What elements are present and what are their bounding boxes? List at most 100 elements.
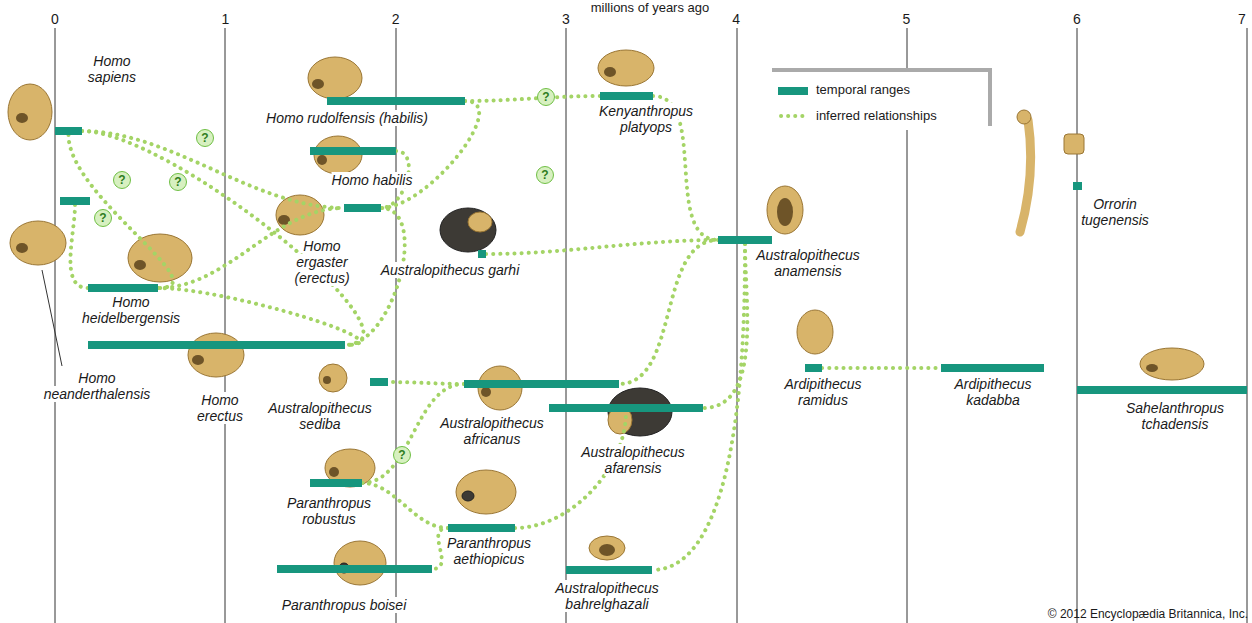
question-mark: ? [393, 446, 411, 464]
grid-line [225, 28, 226, 623]
axis-tick-label: 7 [1238, 11, 1246, 27]
temporal-range-bar: Australopithecus afarensis [549, 404, 703, 412]
inferred-relationship [82, 131, 363, 345]
question-mark: ? [113, 171, 131, 189]
species-name: Australopithecus anamensis [756, 247, 860, 279]
legend-text: inferred relationships [816, 108, 937, 123]
skull-illustration [478, 366, 522, 410]
species-label-box: Sahelanthropus tchadensis [1118, 400, 1233, 432]
leader-line [42, 270, 62, 366]
species-label-box: Ardipithecus kadabba [946, 376, 1041, 408]
skull-illustration [8, 84, 52, 140]
inferred-relationship [703, 244, 747, 408]
legend-text: temporal ranges [816, 82, 910, 97]
species-label-box: Australopithecus anamensis [738, 247, 878, 279]
skull-illustration [308, 57, 362, 99]
femur-illustration [1020, 120, 1031, 232]
species-label-box: Kenyanthropus platyops [591, 103, 701, 135]
species-label-box: Homo heidelbergensis [76, 294, 186, 326]
species-label-box: Homo ergaster (erectus) [287, 238, 357, 286]
species-name: Homo ergaster (erectus) [294, 238, 349, 286]
axis-tick-label: 2 [392, 11, 400, 27]
inferred-relationship [486, 240, 718, 254]
species-label-box: Orrorin tugenensis [1073, 196, 1158, 228]
legend-box [768, 72, 988, 130]
temporal-range-bar: Australopithecus garhi [478, 250, 486, 258]
species-label-box: Homo rudolfensis (habilis) [266, 110, 428, 126]
species-name: Paranthropus robustus [287, 495, 371, 527]
temporal-range-bar: Australopithecus africanus [464, 380, 619, 388]
axis-tick-label: 0 [51, 11, 59, 27]
temporal-range-bar: Homo erectus [88, 341, 345, 349]
species-name: Homo heidelbergensis [82, 294, 180, 326]
inferred-relationship [465, 96, 600, 101]
skull-eye [323, 376, 331, 384]
temporal-range-bar: Homo sapiens [55, 127, 82, 135]
skull-eye [317, 155, 327, 165]
question-mark: ? [537, 88, 555, 106]
temporal-range-bar: Sahelanthropus tchadensis [1077, 386, 1247, 394]
skull-eye [462, 491, 474, 501]
grid-line [737, 28, 738, 623]
temporal-range-bar: Homo neanderthalensis [60, 197, 90, 205]
axis-title: millions of years ago [591, 0, 710, 15]
axis-tick-label: 6 [1073, 11, 1081, 27]
temporal-range-bar: Ardipithecus kadabba [941, 364, 1044, 372]
axis-tick-label: 5 [903, 11, 911, 27]
inferred-relationship [362, 483, 448, 528]
species-label-box: Ardipithecus ramidus [776, 376, 871, 408]
inferred-relationship [158, 288, 360, 345]
temporal-range-bar: Homo rudolfensis (habilis) [327, 97, 465, 105]
question-mark: ? [94, 209, 112, 227]
species-name: Homo neanderthalensis [44, 370, 151, 402]
species-name: Australopithecus africanus [440, 415, 544, 447]
species-name: Homo sapiens [88, 53, 136, 85]
species-label-box: Homo habilis [332, 172, 413, 188]
skull-eye [1146, 364, 1158, 372]
species-name: Ardipithecus kadabba [954, 376, 1031, 408]
inferred-relationship [69, 135, 173, 288]
copyright-note: © 2012 Encyclopædia Britannica, Inc. [1048, 607, 1248, 621]
species-name: Kenyanthropus platyops [599, 103, 693, 135]
species-name: Paranthropus aethiopicus [447, 535, 531, 567]
skulls [8, 50, 1204, 585]
species-label-box: Homo sapiens [82, 53, 142, 85]
grid-lines [55, 28, 1247, 623]
question-mark: ? [536, 166, 554, 184]
skull-eye [16, 113, 28, 123]
species-name: Paranthropus boisei [282, 597, 407, 613]
species-label-box: Homo neanderthalensis [37, 370, 157, 402]
skull-illustration [608, 388, 672, 436]
skull-eye [312, 79, 324, 89]
species-name: Australopithecus bahrelghazali [555, 580, 659, 612]
skull-fragment [797, 310, 833, 354]
jaw-illustration [589, 536, 625, 560]
temporal-range-bar: Homo habilis [310, 147, 396, 155]
skull-illustration [334, 541, 386, 585]
legend-frame [768, 68, 992, 130]
inferred-relationship [388, 382, 464, 384]
question-mark: ? [169, 173, 187, 191]
temporal-range-bar: Australopithecus anamensis [718, 236, 772, 244]
species-name: Homo rudolfensis (habilis) [266, 110, 428, 126]
temporal-range-bar: Homo ergaster (erectus) [344, 204, 381, 212]
jaw-illustration [767, 186, 803, 234]
temporal-range-bar: Australopithecus bahrelghazali [566, 566, 652, 574]
inferred-relationship [822, 366, 941, 370]
species-name: Australopithecus garhi [381, 262, 520, 278]
skull-illustration [319, 364, 347, 392]
skull-illustration [314, 136, 362, 174]
skull-illustration [276, 195, 324, 235]
axis-tick-label: 3 [562, 11, 570, 27]
skull-eye [192, 355, 204, 365]
femur-head [1017, 110, 1031, 124]
inferred-relationship [619, 240, 718, 384]
jaw-inner [777, 198, 793, 226]
skull-eye [134, 260, 146, 270]
grid-line [1077, 28, 1078, 623]
skull-eye [329, 467, 339, 477]
bone-fragment [1064, 134, 1084, 154]
